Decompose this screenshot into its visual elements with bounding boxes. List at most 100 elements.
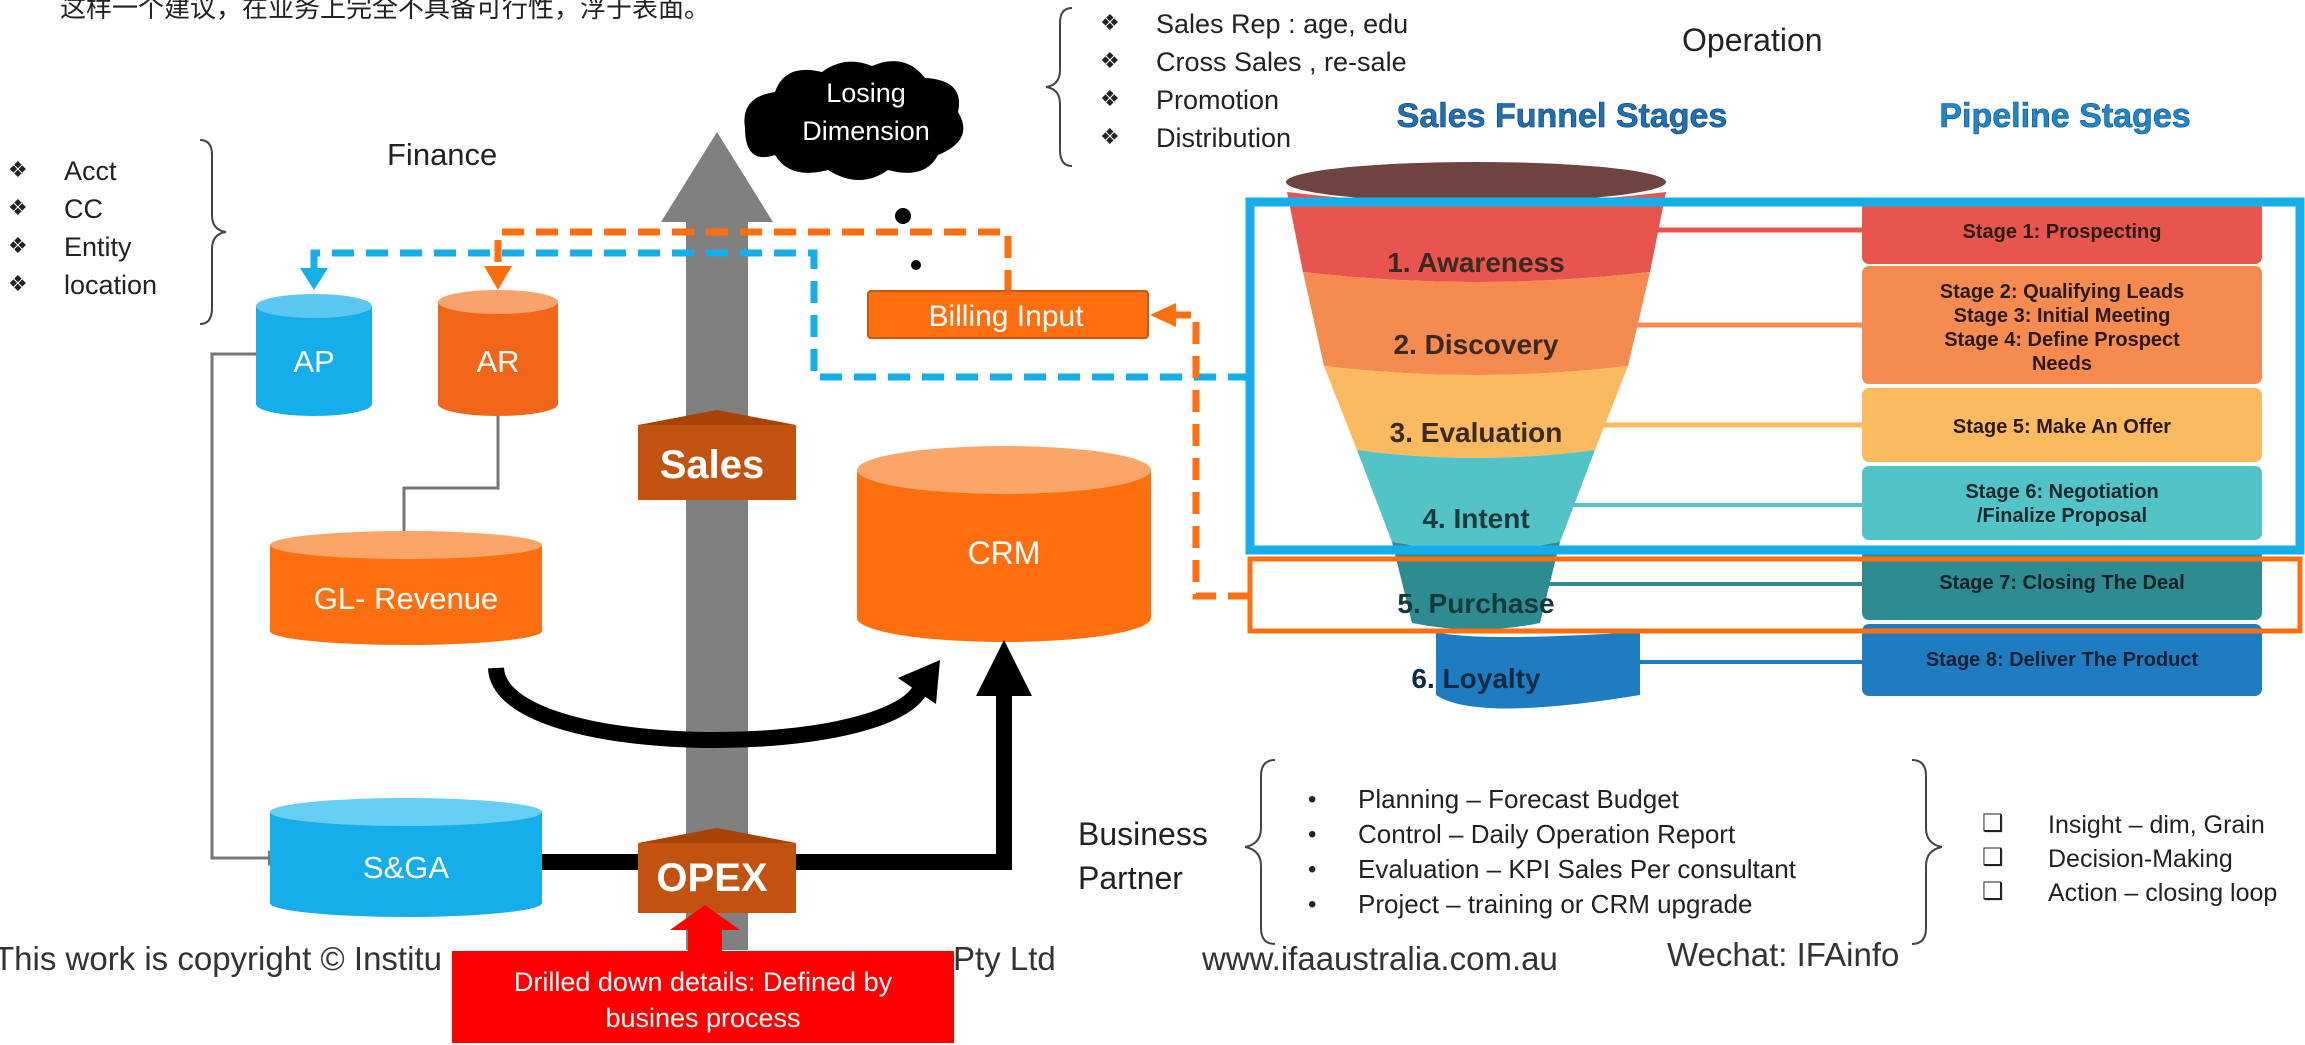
ar-label: AR <box>476 344 519 379</box>
funnel-stage-discovery <box>1303 272 1650 375</box>
pipeline-line: Stage 4: Define Prospect <box>1944 329 2180 351</box>
business-partner-left-brace <box>1244 759 1276 945</box>
finance-dimension-item: ❖location <box>8 266 157 304</box>
billing-input-label: Billing Input <box>928 300 1084 333</box>
checkbox-icon: ❑ <box>1982 877 2004 905</box>
checkbox-icon: ❑ <box>1982 843 2004 871</box>
ar-to-gl-connector <box>402 416 500 545</box>
pipeline-stage-box <box>1862 202 2262 264</box>
gl-to-crm-arrowhead <box>898 660 940 704</box>
website-url: www.ifaaustralia.com.au <box>1202 940 1558 977</box>
sales-dimension-brace <box>1045 7 1073 167</box>
thought-dot <box>911 260 921 270</box>
operation-title: Operation <box>1682 22 1823 58</box>
diamond-bullet-icon: ❖ <box>8 196 28 221</box>
business-outcome-item: ❑Insight – dim, Grain <box>1978 808 2277 842</box>
billing-to-ar-dashed-link <box>494 228 1012 292</box>
ap-dimension-dashed-link <box>310 249 1250 381</box>
sales-dimension-item: ❖Promotion <box>1100 81 1408 119</box>
finance-dimension-item: ❖Entity <box>8 228 157 266</box>
pipeline-line: Stage 3: Initial Meeting <box>1954 305 2171 327</box>
pipeline-stage-label: Stage 6: Negotiation/Finalize Proposal <box>1965 481 2158 527</box>
losing-dimension-label: Dimension <box>802 116 930 146</box>
drill-down-arrowhead <box>670 905 740 930</box>
ap-database <box>256 294 372 416</box>
drill-down-arrow-stem <box>688 928 722 953</box>
losing-dimension-cloud <box>744 61 964 180</box>
pipeline-line: Needs <box>2032 353 2092 375</box>
funnel-stage-intent <box>1357 450 1595 550</box>
funnel-stage-label: 5. Purchase <box>1397 588 1554 619</box>
pipeline-stage-label: Stage 7: Closing The Deal <box>1939 572 2185 594</box>
pipeline-line: Stage 2: Qualifying Leads <box>1940 281 2185 303</box>
funnel-stage-awareness <box>1287 192 1666 282</box>
opex-to-crm-arrowhead <box>976 640 1032 696</box>
pipeline-stage-label: Stage 8: Deliver The Product <box>1926 649 2199 671</box>
funnel-title: Sales Funnel Stages <box>1397 97 1728 135</box>
business-partner-items: •Planning – Forecast Budget •Control – D… <box>1288 782 1796 922</box>
gl-to-crm-curved-arrow <box>488 666 927 749</box>
billing-dashed-arrowhead <box>1150 303 1176 327</box>
business-outcome-item: ❑Decision-Making <box>1978 842 2277 876</box>
diamond-bullet-icon: ❖ <box>1100 87 1120 112</box>
pipeline-stage-box <box>1862 266 2262 384</box>
opex-to-crm-connector <box>785 690 1012 870</box>
blue-highlight-frame <box>1245 197 2305 555</box>
funnel-stage-label: 6. Loyalty <box>1411 663 1541 694</box>
diamond-bullet-icon: ❖ <box>8 234 28 259</box>
business-outcome-item: ❑Action – closing loop <box>1978 876 2277 910</box>
funnel-stage-label: 2. Discovery <box>1394 329 1559 360</box>
gl-revenue-database <box>270 531 542 645</box>
sales-dimension-item: ❖Sales Rep : age, edu <box>1100 5 1408 43</box>
diamond-bullet-icon: ❖ <box>1100 49 1120 74</box>
business-outcomes-list: ❑Insight – dim, Grain ❑Decision-Making ❑… <box>1978 808 2277 910</box>
finance-dimension-item: ❖CC <box>8 190 157 228</box>
copyright-left: This work is copyright © Institu <box>0 940 442 977</box>
pipeline-stage-label: Stage 5: Make An Offer <box>1953 416 2171 438</box>
business-partner-item: •Control – Daily Operation Report <box>1288 817 1796 852</box>
ar-dashed-arrowhead <box>484 266 512 290</box>
crm-database <box>857 446 1151 642</box>
drill-down-box <box>452 951 954 1043</box>
funnel-stage-loyalty-shape <box>1436 632 1640 709</box>
bullet-dot-icon: • <box>1308 821 1317 848</box>
pipeline-stage-box <box>1862 550 2262 620</box>
pipeline-line: /Finalize Proposal <box>1977 505 2147 527</box>
finance-brace <box>199 139 227 325</box>
funnel-stage-label: 1. Awareness <box>1387 247 1564 278</box>
pipeline-stage-label: Stage 1: Prospecting <box>1963 221 2162 243</box>
pipeline-stage-box <box>1862 624 2262 696</box>
pipeline-stage-box <box>1862 466 2262 540</box>
finance-title: Finance <box>387 137 498 172</box>
funnel-stage-purchase <box>1392 542 1560 630</box>
ar-database <box>438 290 558 416</box>
crm-label: CRM <box>968 535 1041 571</box>
bullet-dot-icon: • <box>1308 856 1317 883</box>
billing-input-box <box>867 290 1149 339</box>
pipeline-title: Pipeline Stages <box>1939 97 2190 135</box>
pipeline-line: Stage 6: Negotiation <box>1965 481 2158 503</box>
funnel-stage-label: 3. Evaluation <box>1390 417 1563 448</box>
business-partner-item: •Project – training or CRM upgrade <box>1288 887 1796 922</box>
funnel-stage-evaluation <box>1324 366 1628 458</box>
business-partner-right-brace <box>1911 759 1943 945</box>
business-partner-label: Business Partner <box>1078 812 1208 900</box>
thought-dot <box>895 208 911 224</box>
diamond-bullet-icon: ❖ <box>1100 11 1120 36</box>
sales-dimension-item: ❖Distribution <box>1100 119 1408 157</box>
sales-funnel <box>1286 162 1666 709</box>
sga-database <box>270 798 542 917</box>
gl-revenue-label: GL- Revenue <box>314 581 498 616</box>
finance-dimensions-list: ❖Acct ❖CC ❖Entity ❖location <box>8 152 157 304</box>
sales-dimensions-list: ❖Sales Rep : age, edu ❖Cross Sales , re-… <box>1100 5 1408 157</box>
business-partner-item: •Planning – Forecast Budget <box>1288 782 1796 817</box>
ap-dashed-arrowhead <box>300 268 328 290</box>
ap-to-sga-connector <box>210 352 268 860</box>
pipeline-stage-box <box>1862 388 2262 462</box>
sga-label: S&GA <box>363 850 449 885</box>
diamond-bullet-icon: ❖ <box>1100 125 1120 150</box>
business-partner-line: Business <box>1078 816 1208 852</box>
